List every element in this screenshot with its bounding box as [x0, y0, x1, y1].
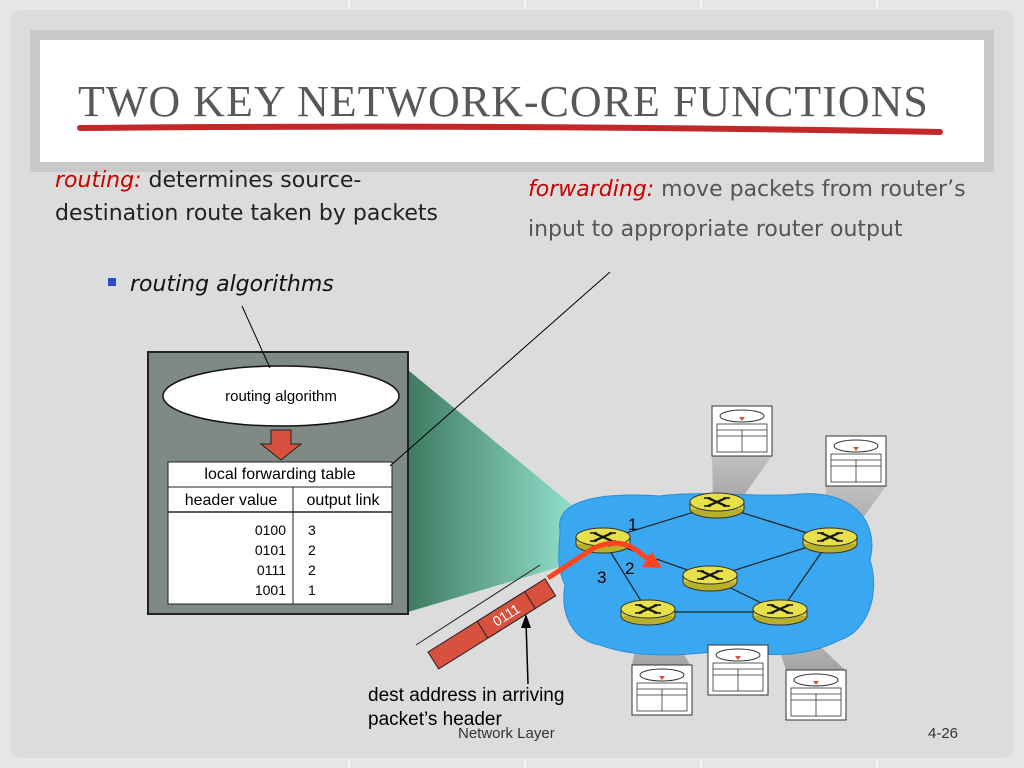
routing-term: routing:	[55, 168, 142, 193]
mini-forwarding-table	[825, 435, 887, 487]
table-row-header: 1001	[255, 582, 286, 598]
footer-label: Network Layer	[458, 725, 555, 742]
router	[688, 491, 746, 520]
forwarding-description: move packets from router’s input to appr…	[528, 177, 966, 242]
table-row-header: 0100	[255, 522, 286, 538]
routing-bullet-label: routing algorithms	[130, 272, 334, 297]
mini-forwarding-table	[631, 664, 693, 716]
link-label-3: 3	[597, 568, 606, 587]
router	[751, 598, 809, 627]
link-label-1: 1	[628, 515, 637, 534]
callout-line-routing	[241, 305, 271, 369]
bullet-square-icon	[108, 278, 116, 286]
mini-forwarding-table	[707, 644, 769, 696]
table-row-link: 3	[308, 522, 316, 538]
arrow-head-icon	[642, 552, 662, 568]
down-arrow-icon	[259, 429, 303, 461]
routing-definition: routing: determines source-destination r…	[55, 164, 455, 230]
slide-title: TWO KEY NETWORK-CORE FUNCTIONS	[78, 77, 929, 126]
page-number: 4-26	[928, 725, 959, 742]
title-underline	[77, 123, 943, 135]
callout-line-forwarding	[389, 271, 611, 467]
forwarding-definition: forwarding: move packets from router’s i…	[528, 170, 968, 250]
caption-pointer	[525, 621, 529, 685]
router	[681, 564, 739, 593]
zoom-beam	[408, 370, 600, 612]
routing-description: determines source-destination route take…	[55, 168, 439, 226]
mini-forwarding-table	[711, 405, 773, 457]
table-row-link: 2	[308, 542, 316, 558]
packet-caption: dest address in arriving packet’s header	[368, 685, 565, 730]
routing-algorithm-label: routing algorithm	[225, 388, 337, 405]
table-row-link: 2	[308, 562, 316, 578]
column-header-value: header value	[185, 492, 278, 509]
router	[801, 526, 859, 555]
table-title: local forwarding table	[204, 466, 355, 483]
link-label-2: 2	[625, 559, 634, 578]
forwarding-term: forwarding:	[528, 177, 655, 202]
table-row-header: 0101	[255, 542, 286, 558]
router-highlighted	[574, 526, 632, 555]
column-output-link: output link	[307, 492, 381, 509]
title-box: TWO KEY NETWORK-CORE FUNCTIONS	[30, 30, 994, 172]
forwarding-table	[167, 461, 393, 605]
table-row-header: 0111	[257, 562, 286, 578]
mini-forwarding-table	[785, 669, 847, 721]
router	[619, 598, 677, 627]
forwarding-arrow	[546, 540, 652, 581]
table-row-link: 1	[308, 582, 316, 598]
routing-algorithm-ellipse	[162, 365, 400, 427]
routing-bullet: routing algorithms	[108, 272, 334, 297]
